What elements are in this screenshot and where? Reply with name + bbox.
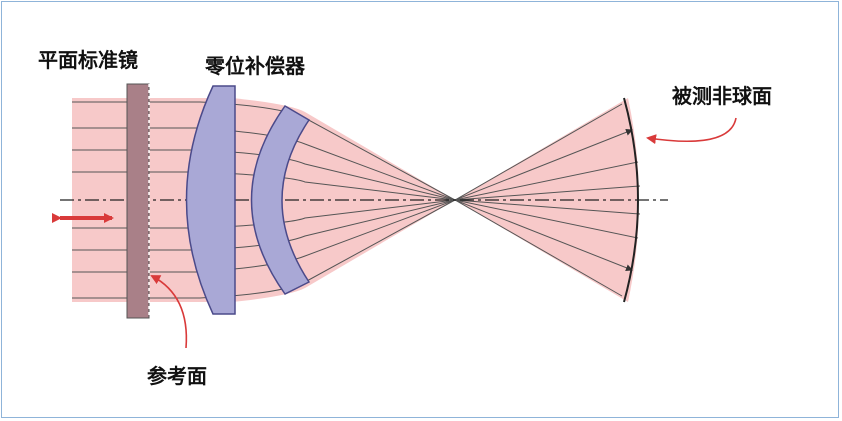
label-reference-surface: 参考面 (147, 364, 207, 388)
label-null-compensator: 零位补偿器 (205, 54, 305, 78)
compensator-lens-2 (250, 105, 311, 295)
label-aspheric-surface: 被测非球面 (672, 84, 772, 108)
callout-arrow-icon (646, 117, 737, 145)
flat-reference-plate (126, 83, 150, 319)
aspheric-test-surface (623, 97, 639, 303)
label-flat-reference: 平面标准镜 (38, 48, 138, 72)
callout-arrow-icon (150, 275, 188, 349)
compensator-lens-1 (185, 85, 236, 315)
